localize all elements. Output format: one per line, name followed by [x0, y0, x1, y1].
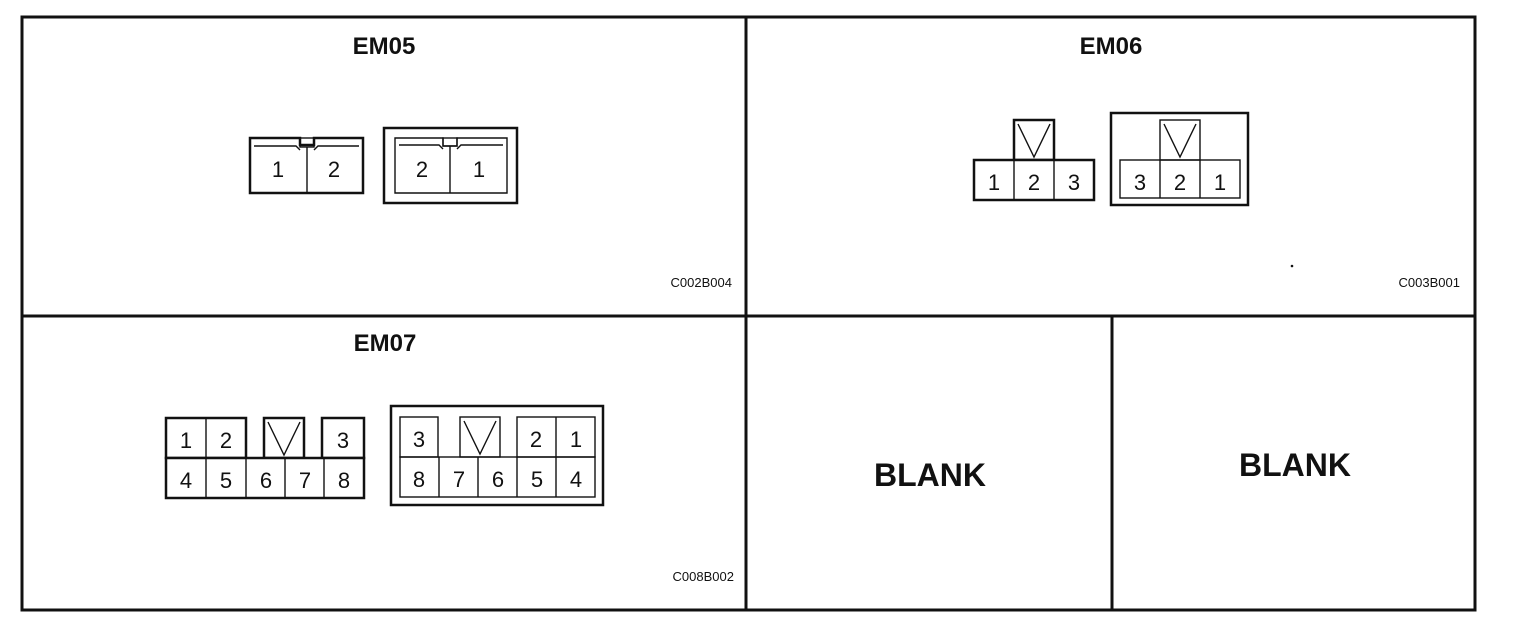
- em06-right-pin: 1: [1214, 170, 1226, 195]
- em07-left-pin: 2: [220, 428, 232, 453]
- em06-right-pin: 2: [1174, 170, 1186, 195]
- em06-left-pin: 3: [1068, 170, 1080, 195]
- panel-title-em06: EM06: [1080, 33, 1143, 60]
- em07-right-pin: 5: [531, 467, 543, 492]
- em05-right-connector: 2 1: [382, 126, 519, 205]
- em05-right-pin: 2: [416, 157, 428, 182]
- em05-left-pin: 1: [272, 157, 284, 182]
- em07-left-pin: 5: [220, 468, 232, 493]
- part-code-em07: C008B002: [673, 569, 734, 584]
- blank-label-right: BLANK: [1239, 447, 1351, 483]
- em07-right-connector: 3 2 1 8 7 6 5 4: [389, 404, 605, 507]
- em06-left-pin: 2: [1028, 170, 1040, 195]
- panel-em07: EM07 1 2 3 4 5 6 7 8: [164, 330, 734, 584]
- em07-left-pin: 6: [260, 468, 272, 493]
- panel-title-em07: EM07: [354, 330, 417, 357]
- em07-left-pin: 4: [180, 468, 192, 493]
- em07-left-pin: 7: [299, 468, 311, 493]
- em07-left-pin: 8: [338, 468, 350, 493]
- em05-left-pin: 2: [328, 157, 340, 182]
- em06-left-pin: 1: [988, 170, 1000, 195]
- speck: [1290, 264, 1294, 268]
- panel-title-em05: EM05: [353, 33, 416, 60]
- part-code-em05: C002B004: [671, 275, 732, 290]
- em05-left-connector: 1 2: [248, 136, 365, 195]
- em07-right-pin: 2: [530, 427, 542, 452]
- em07-left-pin: 1: [180, 428, 192, 453]
- em07-right-pin: 4: [570, 467, 582, 492]
- panel-em06: EM06 1 2 3 3 2 1 C003B001: [972, 33, 1460, 290]
- em07-right-pin: 6: [492, 467, 504, 492]
- panel-em05: EM05 1 2 2 1 C002B004: [248, 33, 732, 290]
- part-code-em06: C003B001: [1399, 275, 1460, 290]
- em06-right-pin: 3: [1134, 170, 1146, 195]
- blank-label-left: BLANK: [874, 457, 986, 493]
- em07-right-pin: 7: [453, 467, 465, 492]
- em07-left-pin: 3: [337, 428, 349, 453]
- em07-right-pin: 3: [413, 427, 425, 452]
- em06-right-connector: 3 2 1: [1109, 111, 1250, 207]
- em05-right-pin: 1: [473, 157, 485, 182]
- em06-left-connector: 1 2 3: [972, 118, 1096, 202]
- diagram-frame: [20, 15, 1477, 612]
- em07-left-connector: 1 2 3 4 5 6 7 8: [164, 416, 366, 500]
- em07-right-pin: 1: [570, 427, 582, 452]
- em07-right-pin: 8: [413, 467, 425, 492]
